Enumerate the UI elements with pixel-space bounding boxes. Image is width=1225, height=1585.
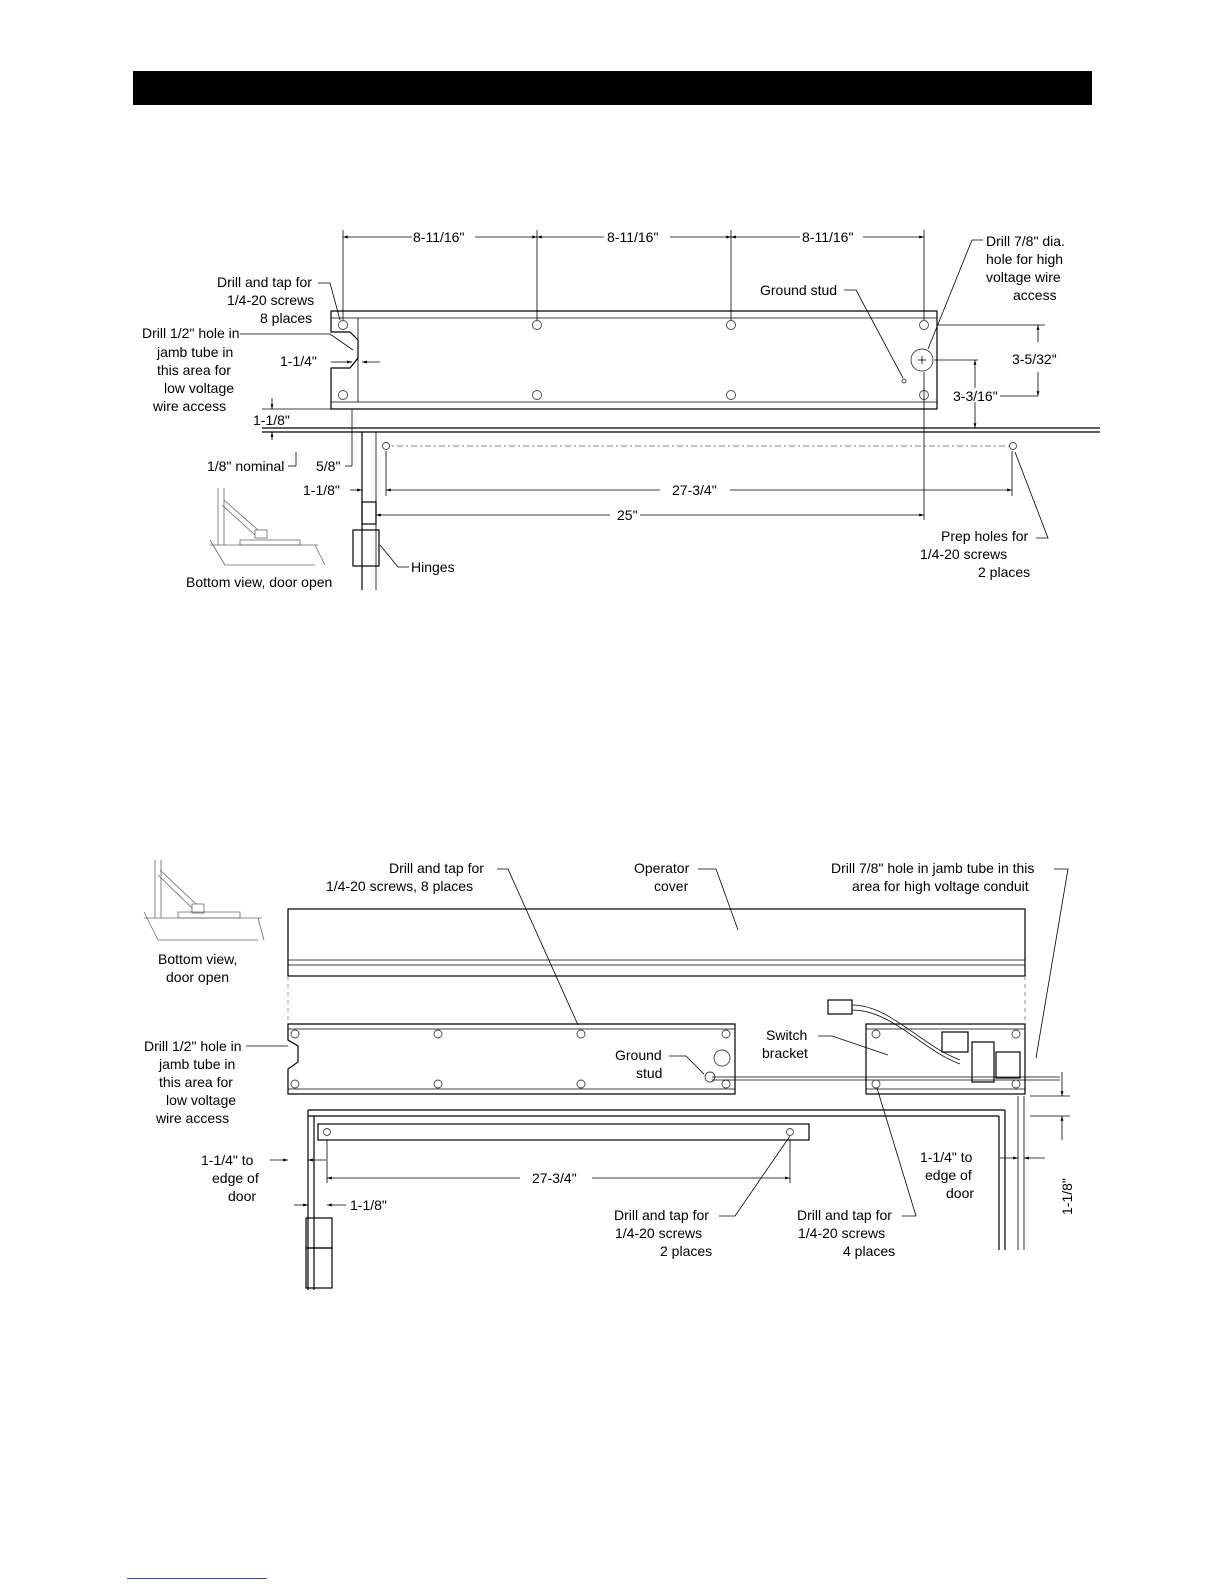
drill-half-label: Drill 1/2" hole in jamb tube in this are… — [142, 325, 243, 414]
drill-tap-8-label: Drill and tap for 1/4-20 screws 8 places — [217, 274, 318, 326]
hinges-label: Hinges — [411, 559, 455, 575]
bottom-view-label-2: Bottom view, door open — [158, 951, 241, 985]
dim2-27-3-4: 27-3/4" — [532, 1170, 577, 1186]
dim-3-5-32: 3-5/32" — [1012, 351, 1057, 367]
drill-tap-4-label: Drill and tap for 1/4-20 screws 4 places — [797, 1207, 896, 1259]
dim-5-8: 5/8" — [316, 458, 340, 474]
header-bar — [133, 71, 1092, 105]
diagram-1-mounting-plate: 8-11/16" 8-11/16" 8-11/16" — [142, 229, 1100, 590]
switch-bracket-label: Switch bracket — [762, 1027, 811, 1061]
bottom-view-label-1: Bottom view, door open — [186, 574, 332, 590]
diagram-2-operator-assembly: 27-3/4" 1-1/4" to edge of door 1-1/8" 1-… — [143, 860, 1075, 1290]
dim-top-3: 8-11/16" — [802, 229, 853, 245]
plate-holes — [290, 1029, 731, 1089]
edge-right-label: 1-1/4" to edge of door — [920, 1149, 976, 1201]
prep-holes-label: Prep holes for 1/4-20 screws 2 places — [920, 528, 1032, 580]
drill-half-label-2: Drill 1/2" hole in jamb tube in this are… — [144, 1038, 245, 1126]
operator-cover-label: Operator cover — [634, 860, 693, 894]
dim-27-3-4: 27-3/4" — [672, 482, 717, 498]
dim-3-3-16: 3-3/16" — [953, 388, 998, 404]
footer-link-underline — [127, 1578, 267, 1579]
dim-1-8-nominal: 1/8" nominal — [207, 458, 284, 474]
drill-78-label-2: Drill 7/8" hole in jamb tube in this are… — [831, 860, 1038, 894]
bottom-view-thumbnail-2 — [143, 860, 265, 941]
ground-stud-label: Ground stud — [760, 282, 837, 298]
bottom-view-thumbnail-1 — [209, 488, 326, 566]
edge-left-label: 1-1/4" to edge of door — [201, 1152, 263, 1204]
dim2-1-1-8: 1-1/8" — [350, 1197, 387, 1213]
drill-78-label: Drill 7/8" dia. hole for high voltage wi… — [986, 233, 1069, 303]
drill-tap-8-label-2: Drill and tap for 1/4-20 screws, 8 place… — [326, 860, 488, 894]
drill-tap-2-label: Drill and tap for 1/4-20 screws 2 places — [614, 1207, 713, 1259]
dim-top-2: 8-11/16" — [607, 229, 658, 245]
dim-1-1-4: 1-1/4" — [280, 353, 317, 369]
dim2-1-1-8-vert: 1-1/8" — [1059, 1178, 1075, 1215]
dim-25: 25" — [617, 507, 638, 523]
dim-1-1-8-b: 1-1/8" — [303, 482, 340, 498]
dim-top-1: 8-11/16" — [413, 229, 464, 245]
dim-1-1-8-a: 1-1/8" — [253, 412, 290, 428]
ground-stud-label-2: Ground stud — [615, 1047, 666, 1081]
